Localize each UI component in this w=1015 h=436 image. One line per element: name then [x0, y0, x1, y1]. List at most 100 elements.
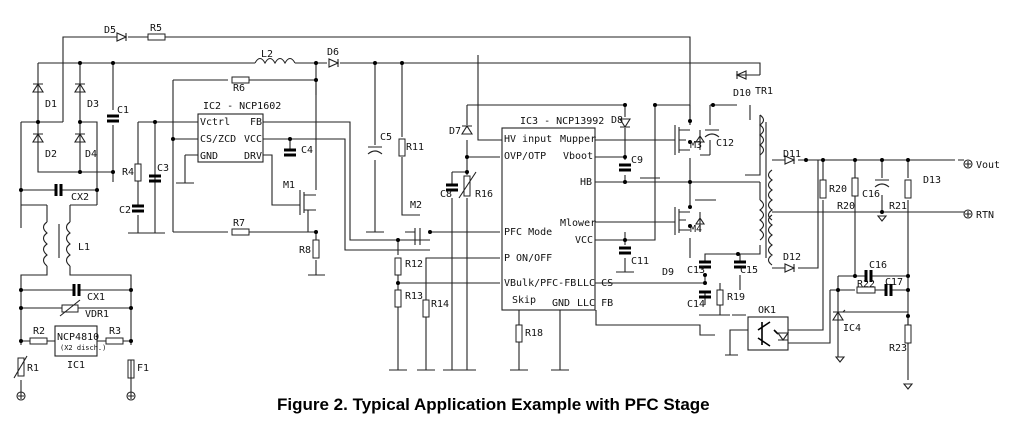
capacitor-c8 [619, 163, 631, 172]
transformer-tr1-primary [759, 199, 765, 241]
junctions [19, 61, 910, 343]
zener-ic4 [832, 309, 846, 321]
diode-d1 [32, 82, 44, 93]
resistor-r7 [231, 228, 250, 236]
transformer-tr1-aux [759, 114, 765, 156]
transformer-tr1-sec-b [767, 214, 773, 266]
component-label: VCC [244, 134, 262, 145]
component-label: L2 [261, 49, 273, 60]
labels: D5 R5 L2 D6 R6 D1 D3 D2 D4 C1 CX2 L1 CX1… [27, 23, 1000, 374]
varistor-vdr1-arrow [59, 299, 81, 317]
component-label: GND [552, 298, 570, 309]
component-label: HV input [504, 134, 552, 145]
component-label: D3 [87, 99, 99, 110]
diode-d11 [784, 155, 796, 165]
component-label: D5 [104, 25, 116, 36]
component-label: R8 [299, 245, 311, 256]
component-label: C11 [631, 256, 649, 267]
component-label: D13 [923, 175, 941, 186]
component-label: R4 [122, 167, 134, 178]
component-label: HB [580, 177, 592, 188]
ic3-body [501, 127, 596, 311]
inductor-l2 [254, 57, 296, 65]
capacitor-c9 [619, 246, 631, 255]
component-label: OK1 [758, 305, 776, 316]
component-label: C3 [157, 163, 169, 174]
diode-d5 [116, 32, 128, 42]
thermistor-r1-arrow [13, 355, 28, 379]
resistor-r2 [29, 337, 48, 345]
capacitor-c4 [284, 148, 296, 157]
resistor-r6 [231, 76, 250, 84]
capacitor-cx1 [72, 284, 81, 296]
component-label: CS/ZCD [200, 134, 236, 145]
mosfet-m1 [299, 190, 316, 215]
resistor-r22 [856, 286, 876, 294]
resistor-r11 [398, 138, 406, 157]
component-label: Skip [512, 295, 536, 306]
component-label: C4 [301, 145, 313, 156]
capacitor-cx2 [54, 184, 63, 196]
resistors [13, 33, 912, 379]
component-label: D4 [85, 149, 97, 160]
component-label: IC4 [843, 323, 861, 334]
figure-caption: Figure 2. Typical Application Example wi… [277, 395, 710, 414]
component-label: NCP4810 [57, 332, 99, 343]
component-label: CX1 [87, 292, 105, 303]
component-label: M3 [690, 140, 702, 151]
component-label: C2 [119, 205, 131, 216]
component-label: IC1 [67, 360, 85, 371]
component-label: C17 [885, 277, 903, 288]
component-label: R11 [406, 142, 424, 153]
component-label: R18 [525, 328, 543, 339]
diode-d4 [74, 132, 86, 143]
component-label: Mupper [560, 134, 596, 145]
component-label: D9 [662, 267, 674, 278]
component-label: GND [200, 151, 218, 162]
component-label: OVP/OTP [504, 151, 546, 162]
mosfets [299, 125, 706, 245]
component-label: LLC FB [577, 298, 613, 309]
terminal-ac-right[interactable] [126, 391, 136, 401]
component-label: IC3 - NCP13992 [520, 116, 604, 127]
ok1-led [776, 332, 790, 341]
inductor-l1-b [65, 221, 71, 267]
component-label: M2 [410, 200, 422, 211]
capacitor-c1 [107, 114, 119, 123]
component-label: VBulk/PFC-FB [504, 278, 576, 289]
component-label: R20 [837, 201, 855, 212]
wires [20, 36, 964, 393]
component-label: C12 [716, 138, 734, 149]
resistor-r13 [394, 289, 402, 308]
diode-d3 [74, 82, 86, 93]
component-label: C13 [687, 265, 705, 276]
mosfet-m2 [405, 214, 421, 245]
component-label: R23 [889, 343, 907, 354]
component-label: R5 [150, 23, 162, 34]
capacitor-c5 [367, 146, 383, 155]
resistor-r23 [904, 324, 912, 344]
terminal-ac-left[interactable] [16, 391, 26, 401]
terminal-rtn[interactable] [963, 209, 973, 219]
terminal-vout[interactable] [963, 159, 973, 169]
resistor-r8 [312, 239, 320, 259]
component-label: D12 [783, 252, 801, 263]
component-label: (X2 disch.) [60, 344, 106, 352]
resistor-r4 [134, 163, 142, 182]
resistor-r3 [105, 337, 124, 345]
component-label: C16 [862, 189, 880, 200]
diode-d10 [735, 70, 747, 80]
inductors [42, 57, 773, 267]
component-label: D7 [449, 126, 461, 137]
component-label: R21 [889, 201, 907, 212]
component-label: D11 [783, 149, 801, 160]
component-label: C9 [631, 155, 643, 166]
component-label: R3 [109, 326, 121, 337]
component-label: R22 [857, 279, 875, 290]
component-label: Vout [976, 160, 1000, 171]
capacitor-c2 [132, 204, 144, 213]
component-label: C1 [117, 105, 129, 116]
component-label: RTN [976, 210, 994, 221]
resistor-r18 [716, 289, 724, 306]
